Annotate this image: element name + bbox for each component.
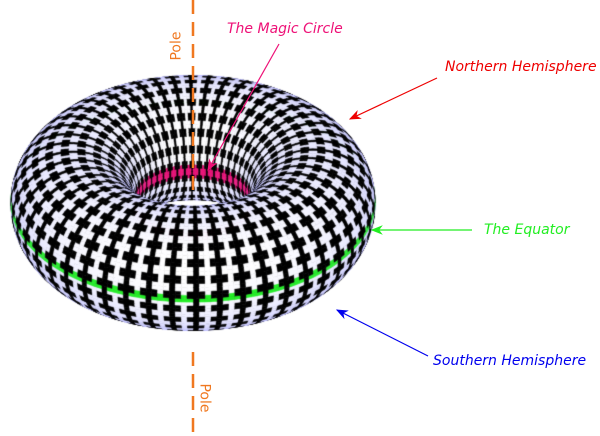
northern-hemisphere-label: Northern Hemisphere bbox=[445, 59, 597, 75]
magic-circle-arrow bbox=[207, 43, 280, 172]
southern-arrow bbox=[335, 309, 429, 357]
magic-circle-label: The Magic Circle bbox=[227, 21, 343, 37]
southern-hemisphere-label: Southern Hemisphere bbox=[433, 353, 587, 369]
northern-arrow bbox=[348, 77, 438, 120]
pole-label-top: Pole bbox=[168, 31, 185, 61]
pole-label-bottom: Pole bbox=[196, 383, 213, 413]
equator-label: The Equator bbox=[484, 222, 570, 238]
